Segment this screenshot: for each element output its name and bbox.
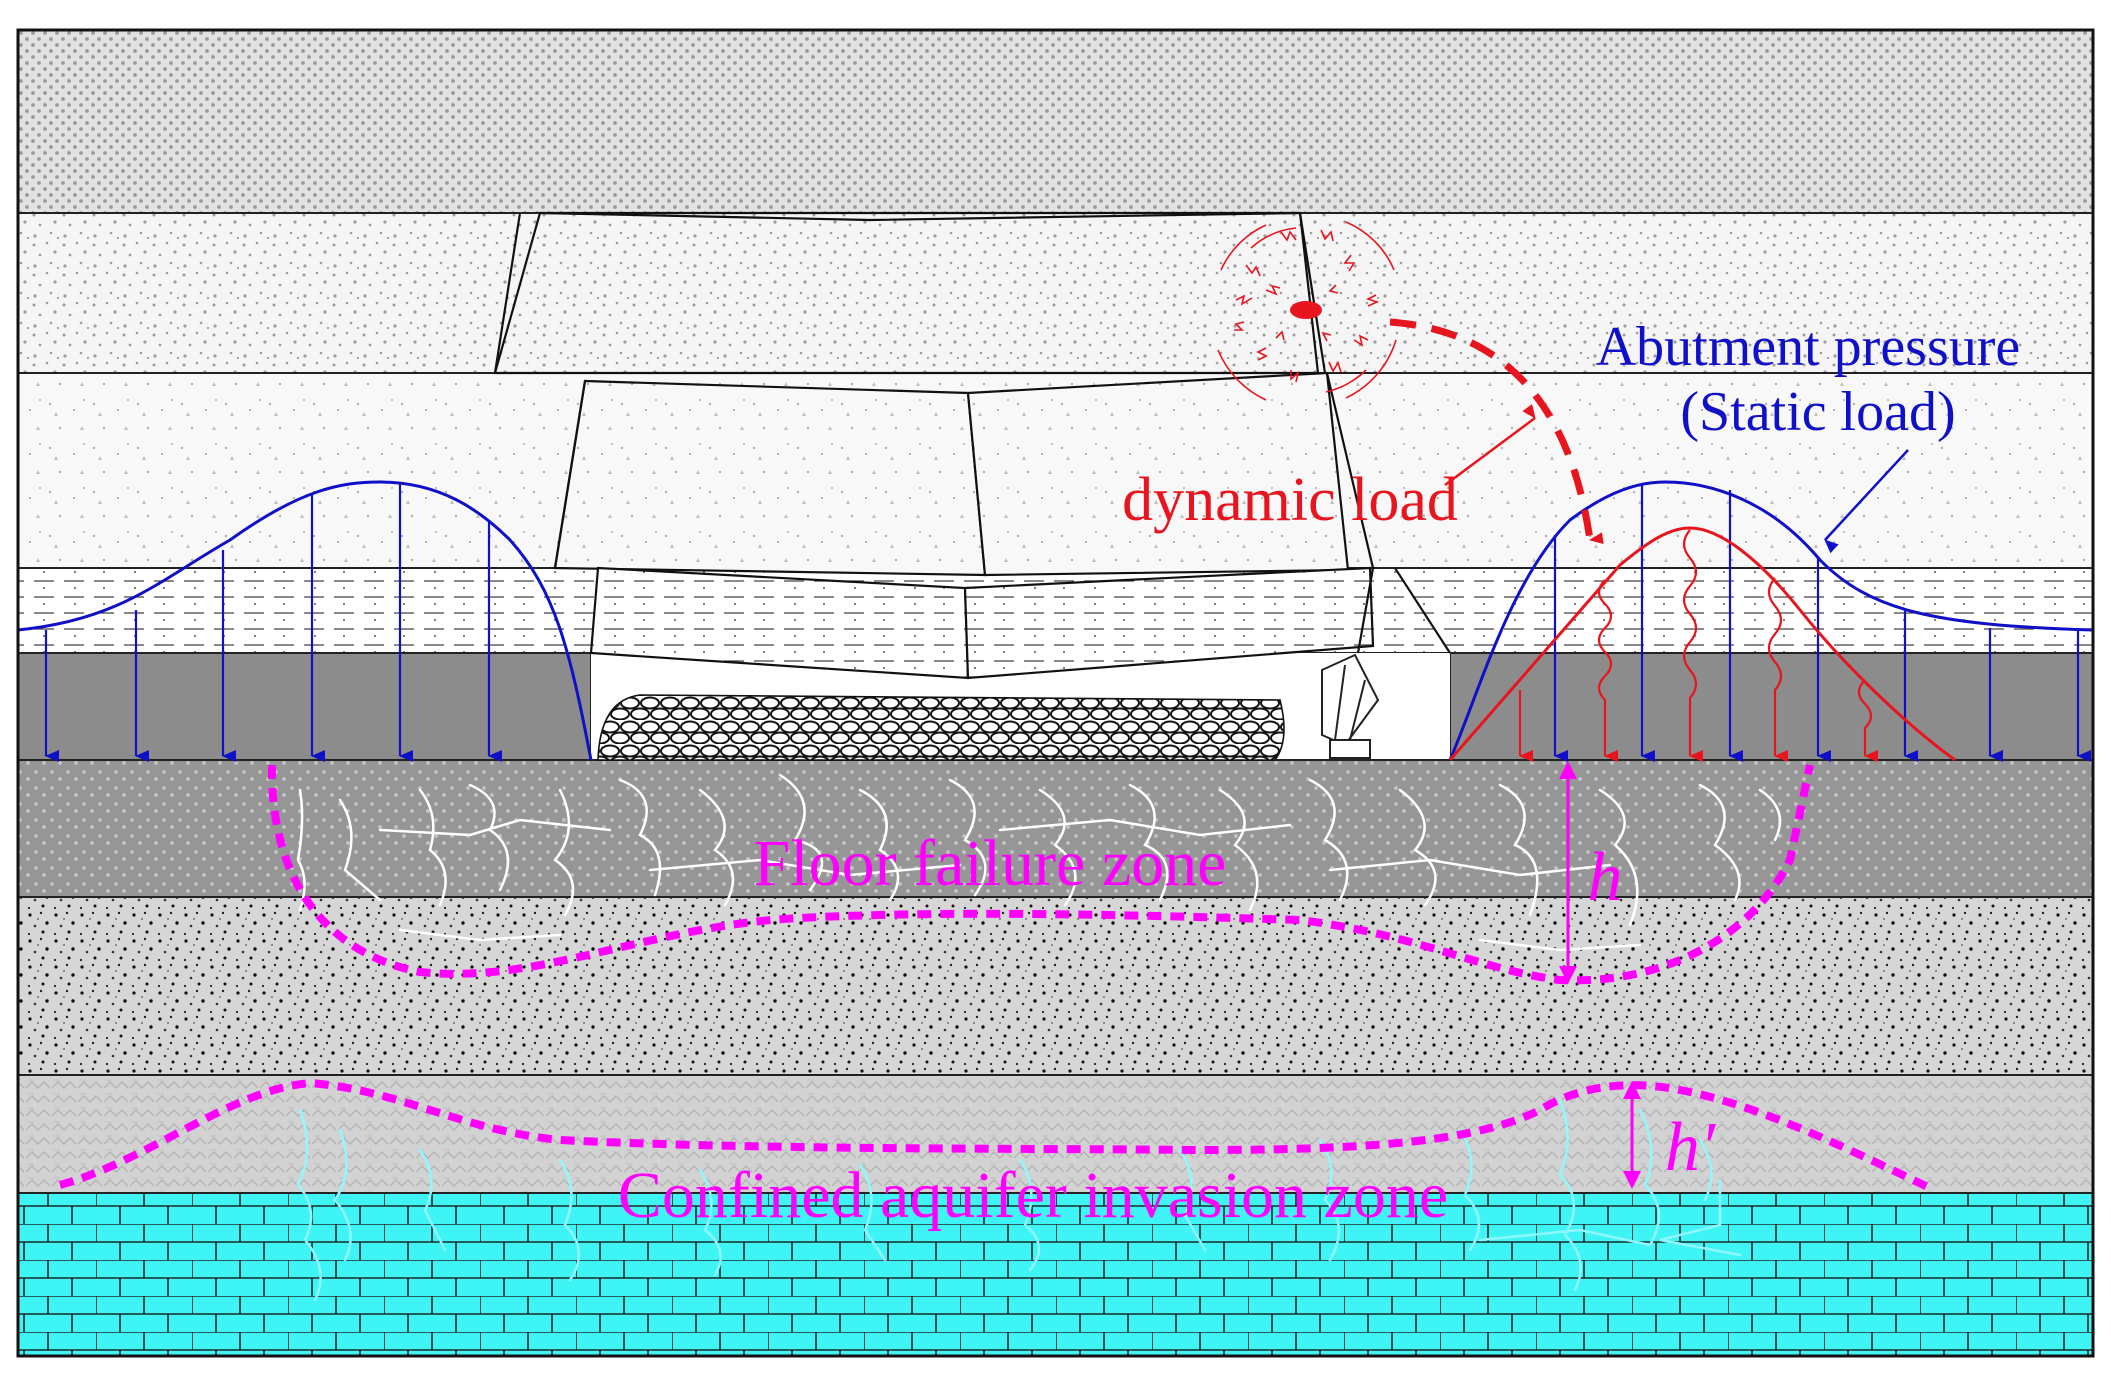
abutment-pressure-curve-right	[1448, 480, 2094, 761]
dynamic-load-pointer	[1444, 403, 1536, 487]
text-labels: Abutment pressure (Static load) dynamic …	[618, 316, 2020, 1232]
dynamic-load-arrows	[1518, 529, 1878, 762]
floor-cracks	[296, 773, 1782, 952]
dynamic-load-propagation-arrow	[1389, 318, 1604, 545]
diagram-frame	[16, 28, 2095, 1358]
static-load-arrows	[44, 484, 2091, 762]
static-load-label: (Static load)	[1680, 381, 1955, 443]
floor-failure-zone-boundary	[267, 764, 1814, 985]
goaf-rubble	[597, 694, 1285, 761]
zone-boundaries	[58, 761, 1932, 1192]
coal-seam-left	[17, 652, 592, 761]
coal-seam-right	[1449, 652, 2094, 761]
hydraulic-support	[1321, 653, 1380, 759]
roof-block	[553, 379, 987, 577]
seismic-burst-icon	[1217, 221, 1397, 401]
broken-roof-blocks	[493, 211, 1451, 680]
abutment-pressure-pointer	[1824, 449, 1909, 554]
speckled-stratum	[17, 896, 2094, 1076]
roof-block	[963, 566, 1375, 680]
dynamic-load-curve	[1448, 526, 1956, 762]
floor-stratum	[17, 759, 2094, 898]
roof-block	[493, 211, 1320, 375]
aquifer-invasion-zone-boundary	[58, 1078, 1932, 1192]
abutment-pressure-curve-left	[17, 480, 593, 761]
floor-failure-depth-label: h	[1588, 839, 1623, 916]
confined-aquifer	[17, 1192, 2094, 1357]
dynamic-load	[1217, 221, 1956, 762]
aquifer-cracks	[296, 1098, 1742, 1302]
aquifer-invasion-zone-label: Confined aquifer invasion zone	[618, 1159, 1448, 1232]
floor-failure-zone-label: Floor failure zone	[754, 827, 1227, 900]
dynamic-load-label: dynamic load	[1122, 466, 1458, 534]
aquifer-invasion-height-label: h′	[1665, 1109, 1717, 1186]
abutment-pressure-label: Abutment pressure	[1596, 316, 2021, 378]
top-stratum	[17, 29, 2094, 214]
static-load	[17, 449, 2094, 762]
